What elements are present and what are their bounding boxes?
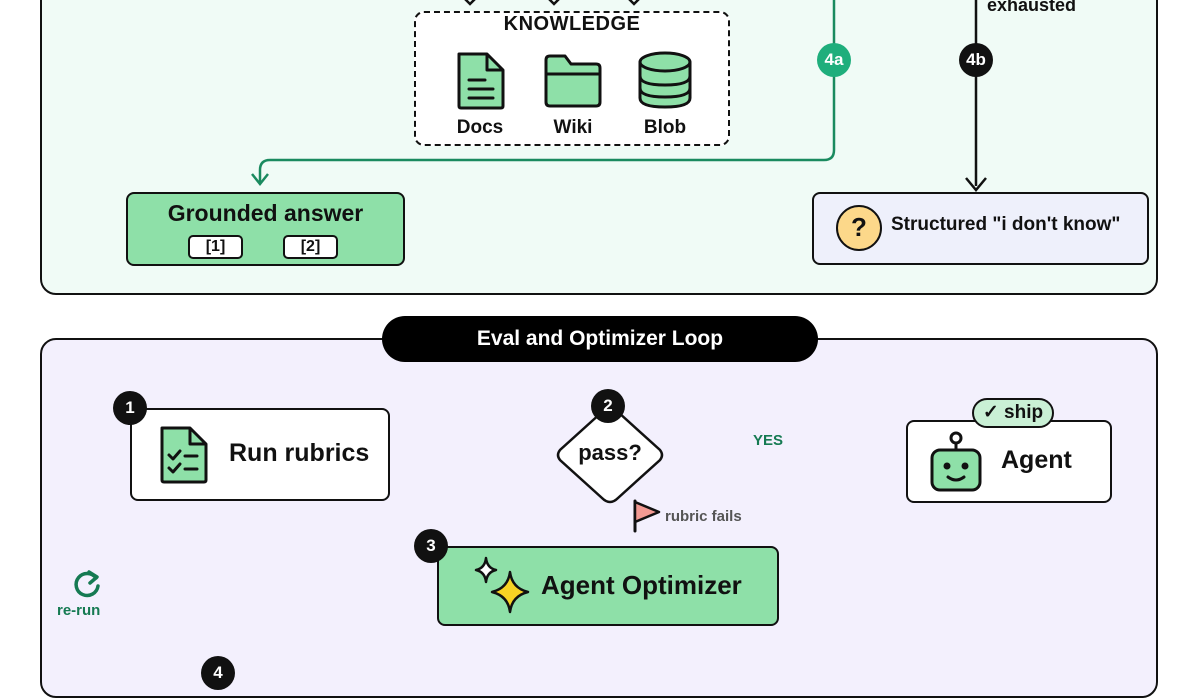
knowledge-title: KNOWLEDGE bbox=[503, 13, 641, 35]
flag-icon bbox=[633, 499, 661, 533]
step-badge-2: 2 bbox=[591, 389, 625, 423]
knowledge-item-blob: Blob bbox=[643, 117, 687, 138]
checklist-icon bbox=[160, 426, 208, 484]
exhausted-label: exhausted bbox=[987, 0, 1077, 15]
step-badge-3: 3 bbox=[414, 529, 448, 563]
grounded-answer-title: Grounded answer bbox=[167, 200, 364, 226]
sparkle-icon bbox=[474, 556, 530, 614]
loop-title: Eval and Optimizer Loop bbox=[382, 316, 818, 362]
knowledge-item-docs: Docs bbox=[456, 117, 504, 138]
ship-badge: ✓ ship bbox=[972, 398, 1054, 428]
arrow-tip-blob bbox=[628, 0, 640, 6]
step-badge-4a: 4a bbox=[817, 43, 851, 77]
refresh-icon bbox=[74, 570, 100, 598]
agent-label: Agent bbox=[1001, 446, 1072, 474]
document-icon bbox=[457, 52, 505, 110]
decision-label: pass? bbox=[578, 440, 642, 465]
folder-icon bbox=[544, 54, 602, 108]
step-badge-4: 4 bbox=[201, 656, 235, 690]
step-badge-4b: 4b bbox=[959, 43, 993, 77]
knowledge-item-wiki: Wiki bbox=[553, 117, 593, 138]
arrow-tip-wiki bbox=[548, 0, 560, 6]
grounded-answer-box bbox=[126, 192, 405, 266]
database-icon bbox=[638, 51, 692, 109]
path-4a bbox=[258, 0, 836, 182]
agent-optimizer-box bbox=[437, 546, 779, 626]
step-badge-1: 1 bbox=[113, 391, 147, 425]
run-rubrics-label: Run rubrics bbox=[229, 439, 370, 467]
yes-label: YES bbox=[753, 432, 784, 449]
rubric-fails-label: rubric fails bbox=[665, 508, 742, 525]
rerun-label: re-run bbox=[57, 602, 101, 619]
agent-optimizer-label: Agent Optimizer bbox=[541, 570, 742, 600]
citation-2: [2] bbox=[283, 235, 338, 259]
arrowhead-4b bbox=[965, 177, 987, 192]
decision-diamond bbox=[556, 406, 664, 504]
arrow-tip-docs bbox=[464, 0, 476, 6]
citation-1: [1] bbox=[188, 235, 243, 259]
robot-icon bbox=[930, 431, 982, 492]
unknown-answer-text: Structured "i don't know" bbox=[891, 214, 1121, 235]
question-icon: ? bbox=[836, 205, 882, 251]
arrowhead-4a bbox=[251, 173, 269, 187]
